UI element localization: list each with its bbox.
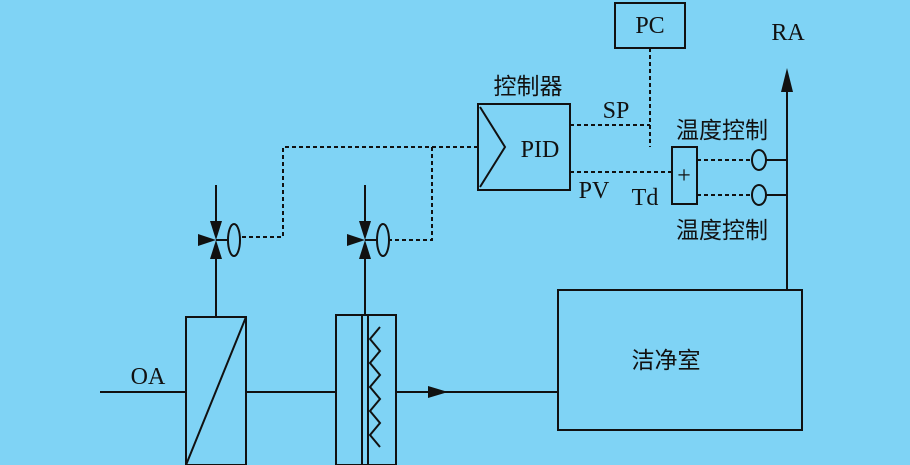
valve1-control-line [240, 146, 478, 238]
valve1-arrow-down [210, 221, 222, 240]
controller-label: 控制器 [494, 74, 563, 100]
valve2-actuator [376, 223, 390, 257]
summing-plus: + [677, 163, 691, 189]
valve2-arrow-left [347, 234, 365, 246]
temp-control-label-bottom: 温度控制 [676, 218, 768, 244]
sp-label: SP [603, 98, 630, 124]
temp-control-label-top: 温度控制 [676, 118, 768, 144]
valve1-arrow-up [210, 240, 222, 259]
pid-input-chevron [479, 106, 507, 188]
ra-arrow [781, 68, 793, 92]
pc-label: PC [635, 13, 664, 39]
oa-label: OA [131, 364, 166, 390]
pv-label: PV [579, 178, 610, 204]
valve1-actuator [227, 223, 241, 257]
cleanroom-box [557, 289, 803, 431]
supply-air-arrow [428, 386, 448, 398]
ra-label: RA [771, 20, 805, 46]
pid-label: PID [521, 137, 560, 163]
valve2-arrow-down [359, 221, 371, 240]
valve1-arrow-left [198, 234, 216, 246]
coil-diagonal [185, 316, 247, 465]
cleanroom-label: 洁净室 [632, 348, 701, 374]
valve2-control-line [390, 147, 433, 241]
valve2-arrow-up [359, 240, 371, 259]
humidifier-outer [335, 314, 397, 465]
td-label: Td [632, 185, 659, 211]
temperature-sensor-top [751, 149, 767, 171]
temperature-sensor-bottom [751, 184, 767, 206]
humidifier-nozzles [368, 326, 382, 448]
summing-block [671, 146, 698, 205]
